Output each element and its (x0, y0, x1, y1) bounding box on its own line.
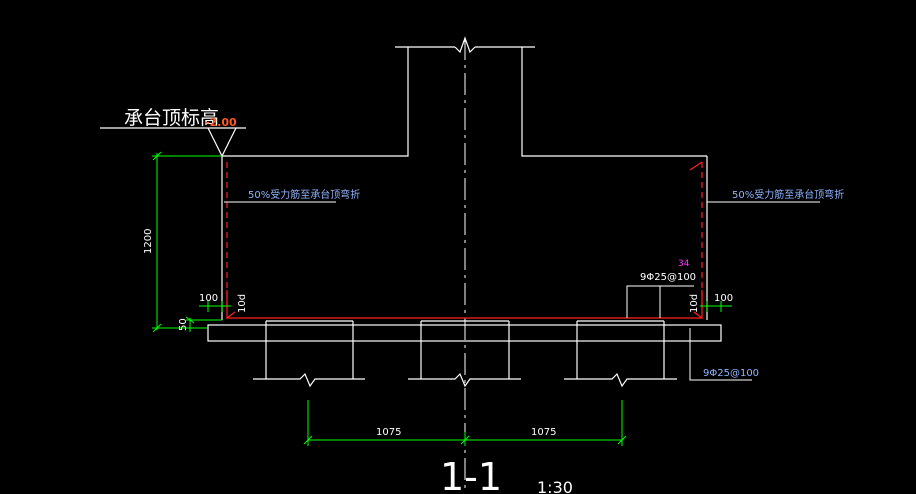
elevation-value: -2.00 (205, 116, 237, 129)
right-rebar-note: 50%受力筋至承台顶弯折 (732, 188, 844, 201)
cover-dimension-label: 50 (178, 318, 189, 331)
height-dimension-label: 1200 (143, 229, 154, 254)
cover-dimension (185, 316, 222, 332)
left-side-dimension-label: 100 (199, 293, 218, 304)
right-side-dimension-label: 100 (714, 293, 733, 304)
top-rebar-leader (626, 285, 694, 318)
span-left-label: 1075 (376, 427, 401, 438)
column-outline (222, 36, 707, 157)
elevation-title: 承台顶标高 (124, 107, 219, 129)
height-dimension (152, 151, 222, 333)
bottom-rebar-leader (689, 328, 752, 381)
small-dimension-label: 34 (678, 259, 690, 269)
left-anchor-label: 10d (237, 294, 248, 313)
span-dimension (303, 400, 627, 446)
left-rebar-note: 50%受力筋至承台顶弯折 (248, 188, 360, 201)
pile-cap-outline (207, 156, 722, 342)
right-anchor-label: 10d (689, 294, 700, 313)
left-side-dimension (199, 301, 231, 312)
span-right-label: 1075 (531, 427, 556, 438)
section-title: 1-1 (440, 455, 502, 494)
section-scale: 1:30 (537, 478, 573, 494)
top-rebar-callout: 9Φ25@100 (640, 272, 696, 283)
right-side-dimension (700, 301, 732, 312)
bottom-rebar-callout: 9Φ25@100 (703, 368, 759, 379)
rebar-lines (226, 161, 703, 320)
